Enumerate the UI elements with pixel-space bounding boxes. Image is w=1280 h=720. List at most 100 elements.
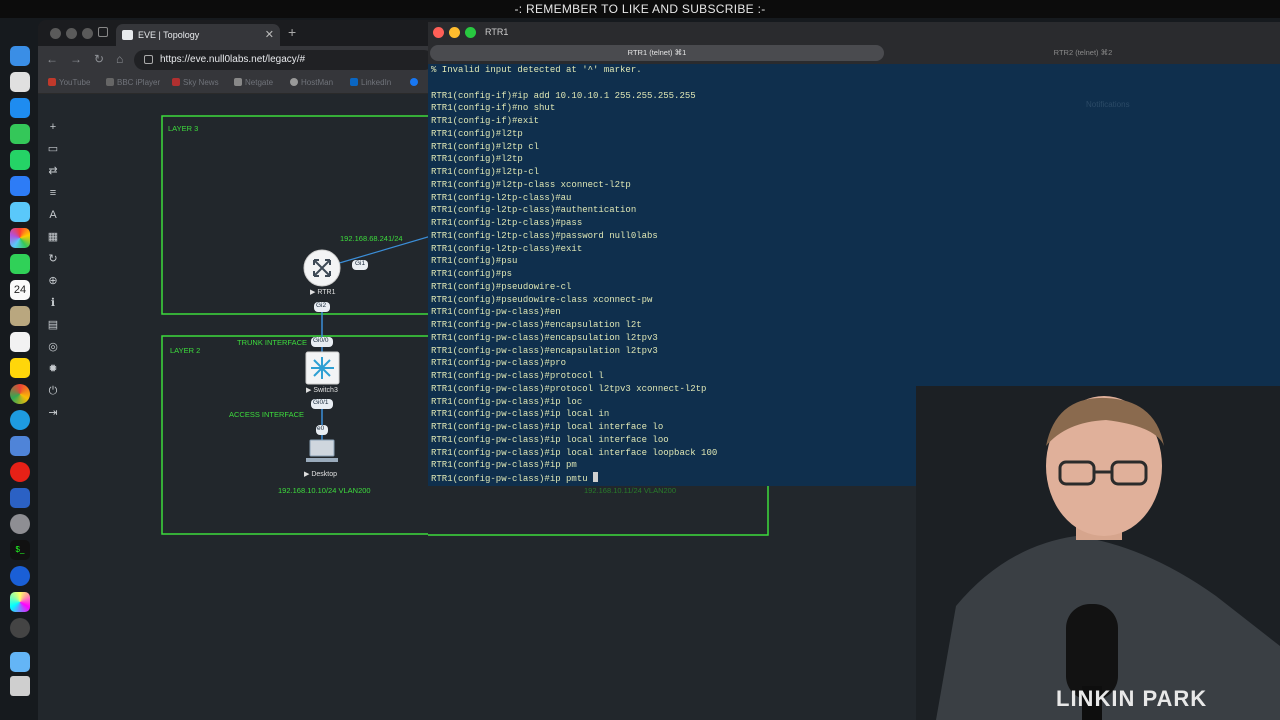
presenter-video [916, 386, 1280, 720]
maps-icon[interactable] [10, 202, 30, 222]
settings-icon[interactable] [10, 514, 30, 534]
bookmark-facebook[interactable] [410, 78, 421, 87]
terminal-tab-rtr2[interactable]: RTR2 (telnet) ⌘2 [1053, 48, 1113, 57]
tab-title: EVE | Topology [138, 30, 200, 40]
terminal-line: RTR1(config-pw-class)#ip local in [431, 409, 610, 420]
facebook-icon [410, 78, 418, 86]
photos-icon[interactable] [10, 228, 30, 248]
pc-e0-label: e0 [317, 425, 325, 432]
sidebar-toggle-icon[interactable] [98, 27, 108, 37]
terminal-line: RTR1(config-pw-class)#encapsulation l2tp… [431, 332, 658, 343]
layer2-label: LAYER 2 [170, 346, 201, 355]
rtr1-node[interactable]: ▶ RTR1 [310, 289, 336, 296]
launchpad-icon[interactable] [10, 72, 30, 92]
desktop-node[interactable]: ▶ Desktop [304, 471, 338, 478]
terminal-line: RTR1(config-l2tp-class)#authentication [431, 205, 637, 216]
browser-tab-eve[interactable]: EVE | Topology ✕ [116, 24, 280, 46]
networks-icon[interactable]: ⇄ [48, 165, 58, 177]
terminal-close-button[interactable] [433, 27, 444, 38]
bookmark-hostman[interactable]: HostMan [290, 78, 333, 87]
forward-icon[interactable]: → [70, 52, 82, 66]
topology-diagram [161, 115, 438, 535]
1password-icon[interactable] [10, 566, 30, 586]
bookmark-sky-news[interactable]: Sky News [172, 78, 219, 87]
bookmark-youtube[interactable]: YouTube [48, 78, 90, 87]
zoom-window-button[interactable] [82, 28, 93, 39]
home-icon[interactable]: ⌂ [116, 52, 124, 66]
bookmark-bbc-iplayer[interactable]: BBC iPlayer [106, 78, 160, 87]
terminal-tab-rtr1[interactable]: RTR1 (telnet) ⌘1 [430, 45, 884, 61]
notifications-label: Notifications [1086, 100, 1130, 109]
dock: 24 $_ [6, 40, 34, 700]
remote-icon[interactable] [10, 436, 30, 456]
edge-icon[interactable] [10, 410, 30, 430]
lab-details-icon[interactable]: ▤ [47, 319, 59, 331]
terminal-line: RTR1(config-if)#exit [431, 116, 540, 126]
chrome-icon[interactable] [10, 384, 30, 404]
minimize-window-button[interactable] [66, 28, 77, 39]
notes-icon[interactable] [10, 358, 30, 378]
finder-icon[interactable] [10, 46, 30, 66]
access-interface-label: ACCESS INTERFACE [229, 410, 305, 419]
downloads-folder-icon[interactable] [10, 652, 30, 672]
netgate-icon [234, 78, 242, 86]
bookmark-netgate[interactable]: Netgate [234, 78, 273, 87]
youtube-music-icon[interactable] [10, 462, 30, 482]
new-tab-icon[interactable]: + [288, 24, 297, 40]
close-window-button[interactable] [50, 28, 61, 39]
top-banner: -: REMEMBER TO LIKE AND SUBSCRIBE :- [0, 0, 1280, 18]
text-icon[interactable]: A [49, 209, 57, 221]
bookmarks-bar: YouTube BBC iPlayer Sky News Netgate Hos… [38, 74, 438, 94]
terminal-zoom-button[interactable] [465, 27, 476, 38]
mail-icon[interactable] [10, 176, 30, 196]
rtr1-gi2-label: Gi2 [316, 302, 327, 309]
terminal-line: RTR1(config)#l2tp-class xconnect-l2tp [431, 179, 631, 190]
status-icon[interactable]: ℹ [50, 297, 56, 309]
messages-icon[interactable] [10, 124, 30, 144]
switch-gi00-label: Gi0/0 [313, 337, 329, 344]
terminal-title: RTR1 [485, 27, 509, 37]
activity-icon[interactable] [10, 618, 30, 638]
whatsapp-icon[interactable] [10, 150, 30, 170]
word-icon[interactable] [10, 488, 30, 508]
terminal-output[interactable]: % Invalid input detected at '^' marker.R… [428, 64, 1280, 486]
terminal-line: RTR1(config-pw-class)#ip loc [431, 396, 583, 407]
close-tab-icon[interactable]: ✕ [264, 29, 274, 41]
webcam-overlay: LINKIN PARK [916, 386, 1280, 720]
nodes-icon[interactable]: ▭ [47, 143, 59, 155]
startup-configs-icon[interactable]: ≡ [49, 187, 57, 199]
terminal-icon[interactable]: $_ [10, 540, 30, 560]
address-bar[interactable]: https://eve.null0labs.net/legacy/# [134, 50, 434, 70]
eve-topology-canvas[interactable]: + ▭ ⇄ ≡ A ▦ ↻ ⊕ ℹ ▤ ◎ ✹ ⏻ ⇥ [38, 94, 438, 720]
reminders-icon[interactable] [10, 332, 30, 352]
grid-icon[interactable]: ▦ [47, 231, 59, 243]
layer2-box [161, 335, 438, 535]
contacts-icon[interactable] [10, 306, 30, 326]
calendar-icon[interactable]: 24 [10, 280, 30, 300]
terminal-line: RTR1(config-pw-class)#encapsulation l2tp… [431, 345, 658, 356]
lock-lab-icon[interactable]: ◎ [48, 341, 58, 353]
terminal-minimize-button[interactable] [449, 27, 460, 38]
zoom-icon[interactable]: ⊕ [48, 275, 58, 287]
terminal-line: RTR1(config)#l2tp cl [431, 141, 540, 152]
layer3-label: LAYER 3 [168, 124, 199, 133]
reload-icon[interactable]: ↻ [94, 52, 105, 66]
refresh-icon[interactable]: ↻ [48, 253, 58, 265]
terminal-line: RTR1(config-if)#ip add 10.10.10.1 255.25… [431, 90, 696, 101]
logout-icon[interactable]: ⇥ [48, 407, 58, 419]
app-store-icon[interactable] [10, 98, 30, 118]
back-icon[interactable]: ← [46, 52, 58, 66]
terminal-line [431, 77, 1280, 90]
facetime-icon[interactable] [10, 254, 30, 274]
desktop2-ip-label: 192.168.10.11/24 VLAN200 [584, 486, 677, 495]
rtr1-name-label: RTR1 [317, 289, 336, 296]
add-object-icon[interactable]: + [49, 121, 57, 133]
bookmark-linkedin[interactable]: LinkedIn [350, 78, 391, 87]
e0-badge [316, 425, 328, 435]
trash-icon[interactable] [10, 676, 30, 696]
system-preferences-icon[interactable] [10, 592, 30, 612]
power-icon[interactable]: ⏻ [48, 385, 58, 397]
switch-node[interactable]: ▶ Switch3 [306, 387, 338, 394]
settings-gear-icon[interactable]: ✹ [48, 363, 58, 375]
site-info-icon[interactable] [144, 55, 153, 64]
